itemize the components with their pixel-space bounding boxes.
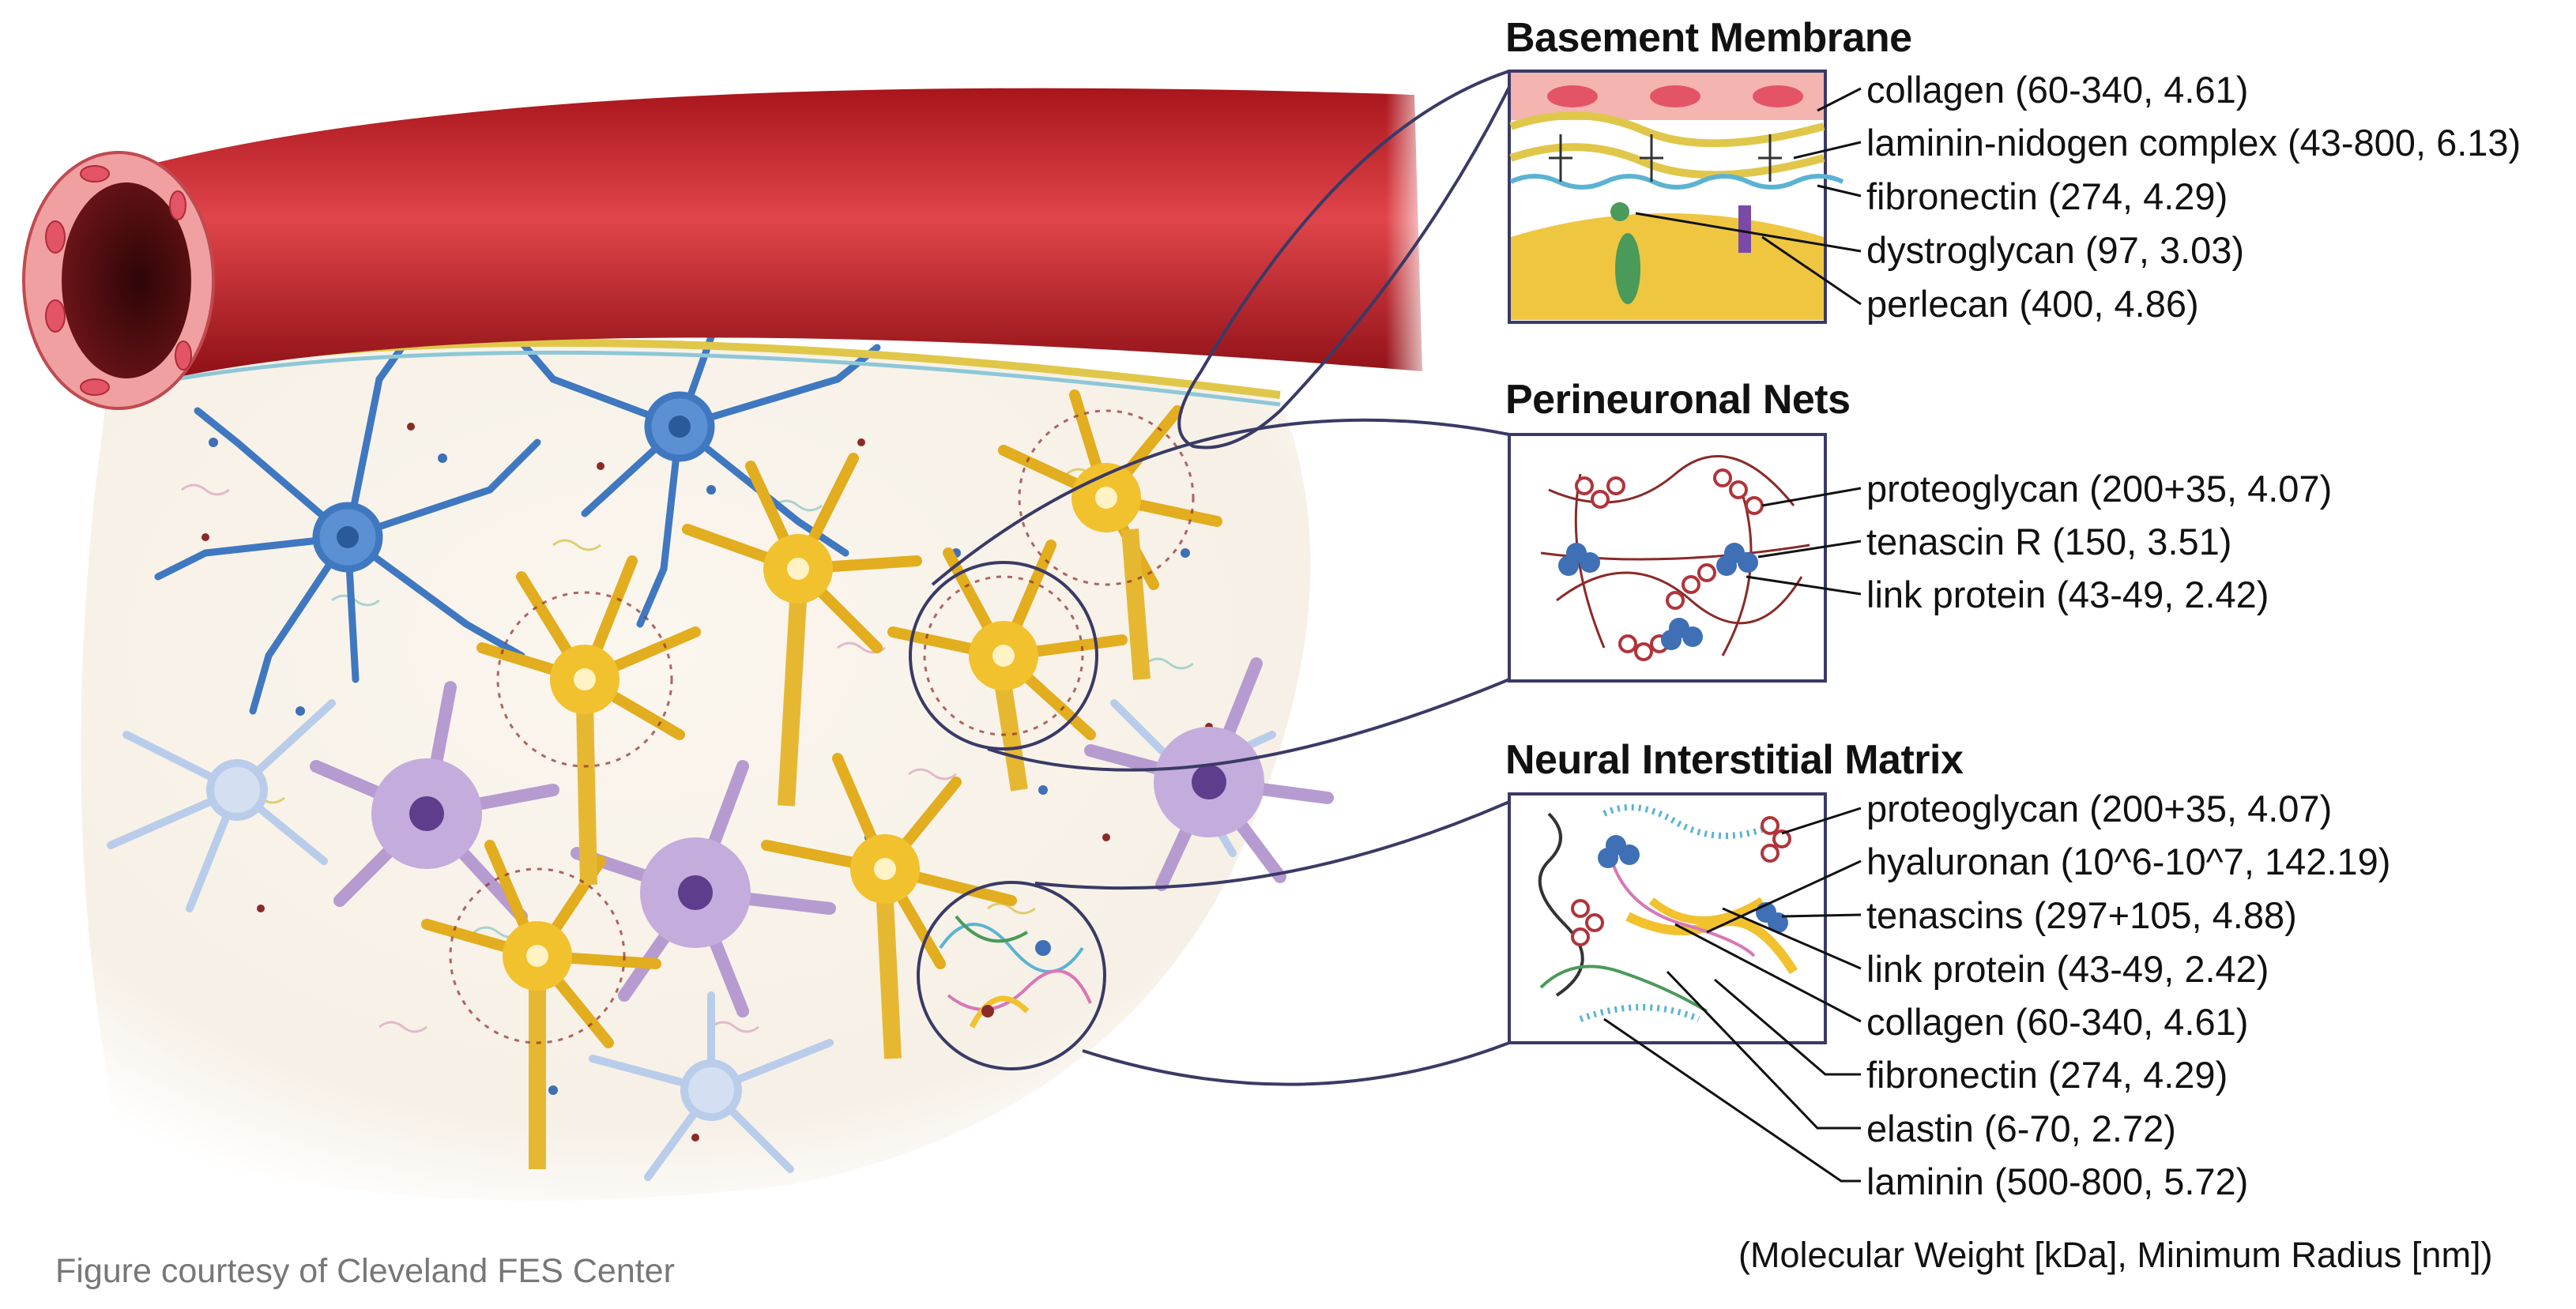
- nim-circle-contents: [939, 915, 1092, 1029]
- perineuronal-nets-leaders: [1746, 487, 1862, 596]
- callout-connectors: [909, 70, 1511, 1086]
- neural-interstitial-matrix-box: [1508, 792, 1827, 1044]
- bm-label-fibronectin: fibronectin (274, 4.29): [1866, 175, 2228, 217]
- figure-credit: Figure courtesy of Cleveland FES Center: [55, 1252, 675, 1290]
- bm-label-perlecan: perlecan (400, 4.86): [1866, 283, 2199, 325]
- nim-label-tenascins: tenascins (297+105, 4.88): [1866, 894, 2297, 936]
- nim-label-collagen: collagen (60-340, 4.61): [1866, 1001, 2249, 1043]
- perineuronal-nets-box: [1508, 433, 1827, 683]
- neurons: [421, 389, 1222, 1169]
- pnn-label-proteoglycan: proteoglycan (200+35, 4.07): [1866, 468, 2333, 510]
- nim-label-fibronectin: fibronectin (274, 4.29): [1866, 1054, 2228, 1096]
- nim-label-laminin: laminin (500-800, 5.72): [1866, 1160, 2249, 1202]
- nim-title: Neural Interstitial Matrix: [1505, 737, 1964, 783]
- basement-membrane-leaders: [1635, 87, 1862, 306]
- bm-label-laminin-nidogen: laminin-nidogen complex (43-800, 6.13): [1866, 122, 2521, 164]
- perineuronal-net-halos: [449, 409, 1195, 1044]
- nim-label-link-protein: link protein (43-49, 2.42): [1866, 948, 2269, 990]
- perineuronal-nets-title: Perineuronal Nets: [1505, 377, 1851, 423]
- basement-membrane-box: [1508, 70, 1844, 324]
- blood-vessel: [22, 87, 1438, 410]
- basement-membrane-title: Basement Membrane: [1505, 15, 1912, 61]
- nim-leaders: [1603, 807, 1862, 1183]
- nim-label-hyaluronan: hyaluronan (10^6-10^7, 142.19): [1866, 841, 2391, 882]
- units-note: (Molecular Weight [kDa], Minimum Radius …: [1738, 1235, 2493, 1275]
- nim-label-proteoglycan: proteoglycan (200+35, 4.07): [1866, 788, 2333, 829]
- bm-label-dystroglycan: dystroglycan (97, 3.03): [1866, 229, 2245, 271]
- nim-label-elastin: elastin (6-70, 2.72): [1866, 1108, 2176, 1149]
- oligodendrocytes: [310, 657, 1334, 1017]
- pnn-label-tenascin-r: tenascin R (150, 3.51): [1866, 521, 2232, 562]
- brain-tissue: [81, 345, 1311, 1202]
- bm-label-collagen: collagen (60-340, 4.61): [1866, 69, 2249, 111]
- pnn-label-link-protein: link protein (43-49, 2.42): [1866, 574, 2269, 615]
